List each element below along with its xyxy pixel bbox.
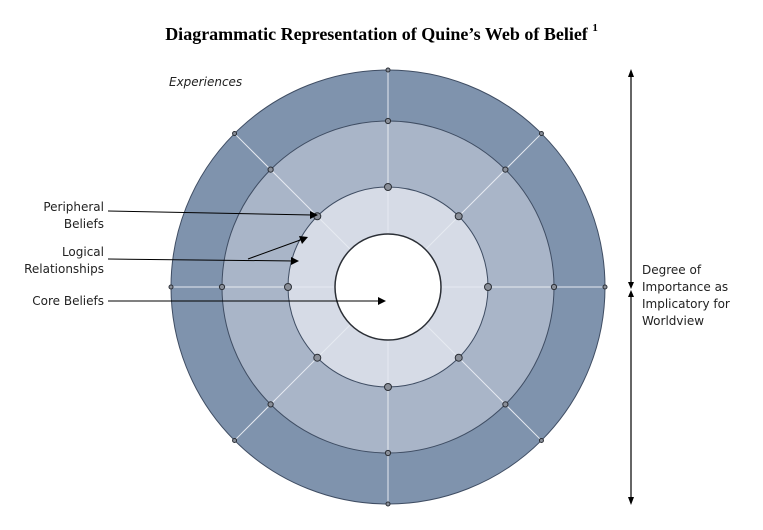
arrowhead-up-icon <box>628 290 634 297</box>
logical-relationships-arrowhead-upper <box>299 236 308 244</box>
logical-relationships-line-2: Relationships <box>24 262 104 276</box>
experiences-label: Experiences <box>169 75 243 89</box>
degree-of-importance-label: Degree of Importance as Implicatory for … <box>642 262 730 330</box>
belief-node <box>502 401 509 408</box>
ring-spoke <box>234 324 351 441</box>
logical-relationships-arrow-line <box>107 258 296 262</box>
belief-node <box>454 212 463 221</box>
belief-node <box>502 166 509 173</box>
ring-spoke <box>425 133 542 250</box>
belief-node <box>384 117 392 125</box>
belief-node <box>313 353 322 362</box>
title-footnote: 1 <box>592 22 598 34</box>
belief-node <box>384 383 392 391</box>
peripheral-beliefs-line-1: Peripheral <box>43 200 104 214</box>
logical-relationships-line-1: Logical <box>61 245 104 259</box>
degree-of-importance-line-3: Implicatory for <box>642 297 730 311</box>
peripheral-beliefs-arrow-line <box>107 210 313 216</box>
importance-scale-arrow <box>628 69 634 505</box>
peripheral-beliefs-arrowhead <box>310 211 318 219</box>
title-text: Diagrammatic Representation of Quine’s W… <box>165 24 588 44</box>
figure-title: Diagrammatic Representation of Quine’s W… <box>0 22 763 45</box>
peripheral-beliefs-label: Peripheral Beliefs <box>24 199 104 233</box>
pointer-arrows <box>107 210 386 305</box>
belief-node <box>602 284 608 290</box>
belief-node <box>385 67 391 73</box>
arrowhead-down-icon <box>628 282 634 289</box>
belief-node <box>384 183 392 191</box>
belief-node <box>232 131 238 137</box>
belief-node <box>284 283 292 291</box>
degree-of-importance-line-4: Worldview <box>642 314 705 328</box>
ring-spokes <box>171 70 605 504</box>
logical-relationships-arrow-branch <box>247 238 304 260</box>
belief-node <box>454 353 463 362</box>
core-beliefs-arrowhead <box>378 297 386 305</box>
belief-node <box>550 283 558 291</box>
arrowhead-down-icon <box>628 497 634 505</box>
belief-node <box>385 501 391 507</box>
belief-node <box>384 449 392 457</box>
degree-of-importance-line-2: Importance as <box>642 280 729 294</box>
peripheral-beliefs-line-2: Beliefs <box>63 217 104 231</box>
belief-node <box>218 283 226 291</box>
core-beliefs-circle <box>334 233 442 341</box>
belief-node <box>267 401 274 408</box>
arrowhead-up-icon <box>628 69 634 77</box>
belief-node <box>232 437 238 443</box>
belief-nodes <box>168 67 608 507</box>
belief-node <box>168 284 174 290</box>
degree-of-importance-line-1: Degree of <box>642 263 702 277</box>
belief-node <box>484 283 492 291</box>
belief-node <box>538 437 544 443</box>
belief-node <box>538 131 544 137</box>
logical-relationships-label: Logical Relationships <box>14 244 104 278</box>
belief-node <box>267 166 274 173</box>
ring-spoke <box>425 324 542 441</box>
core-beliefs-label: Core Beliefs <box>32 294 104 308</box>
logical-relationships-arrowhead-lower <box>291 257 299 265</box>
ring-spoke <box>234 133 351 250</box>
